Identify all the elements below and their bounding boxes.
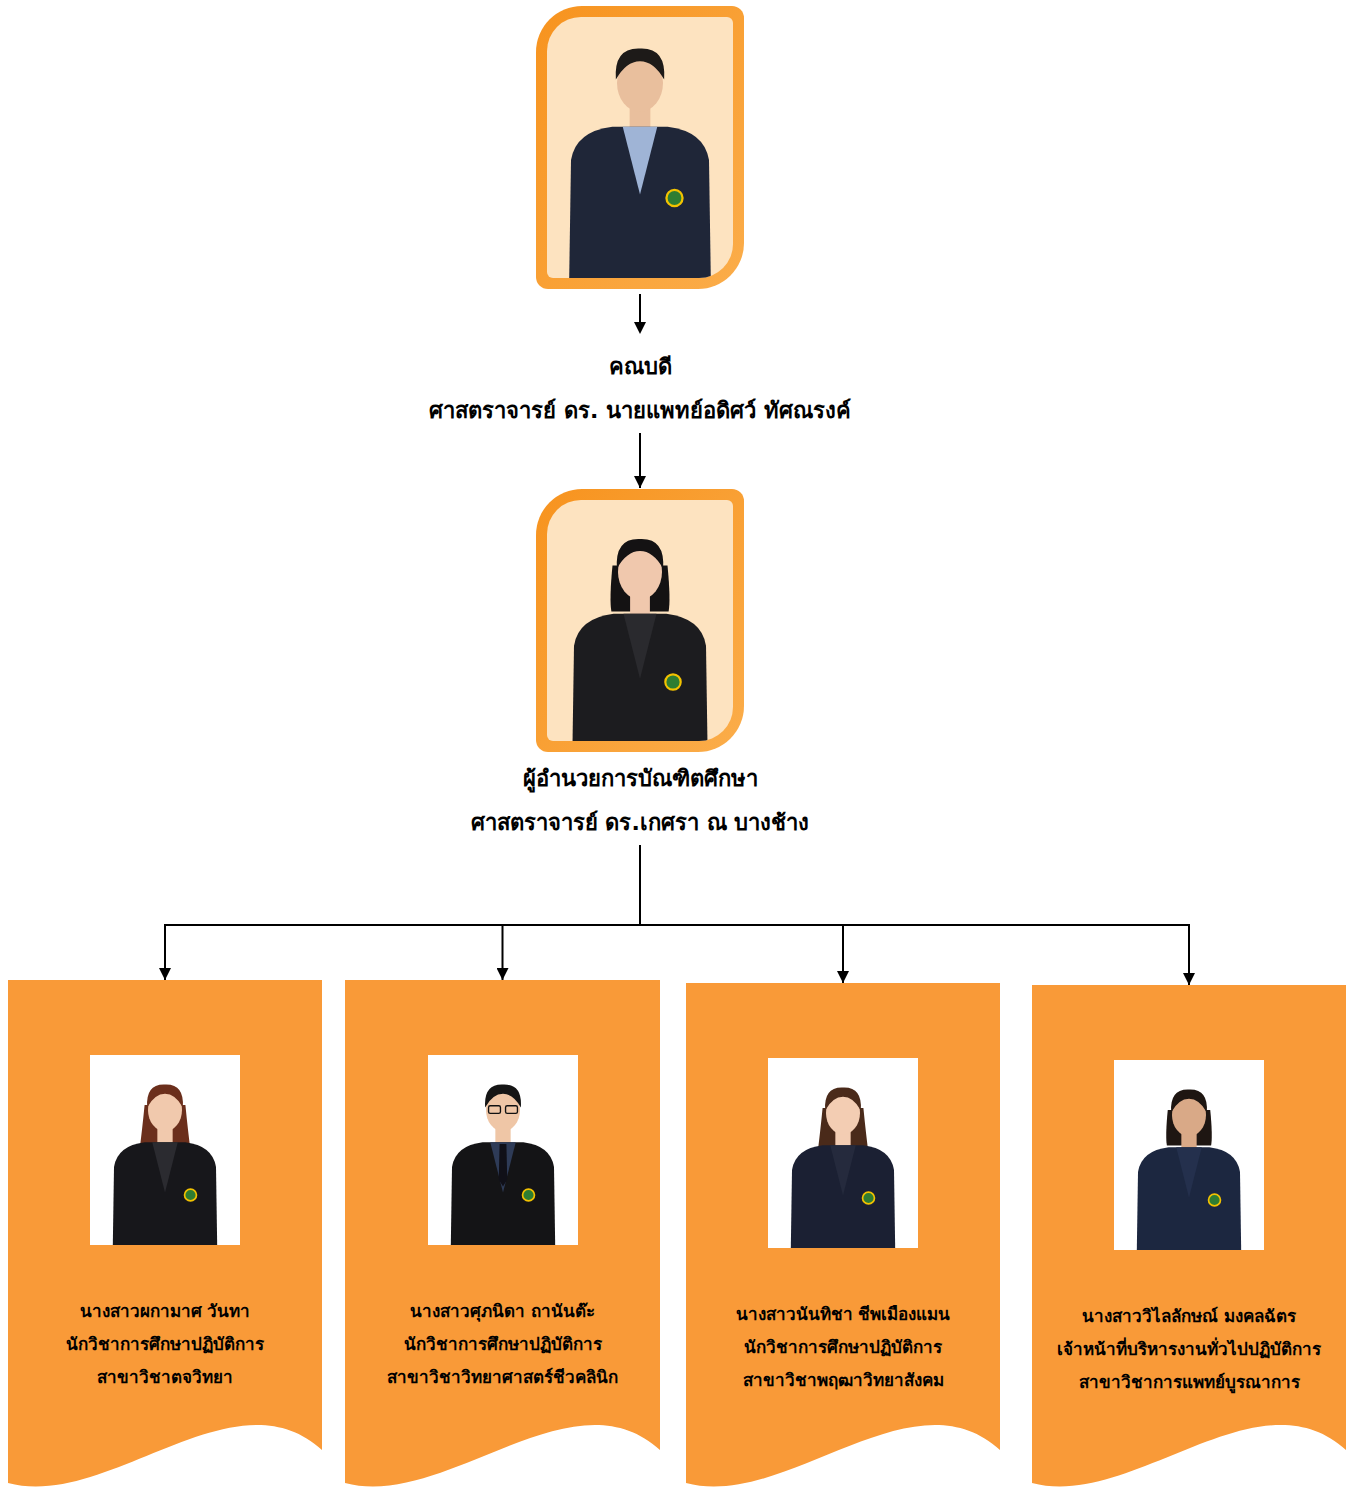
connector — [640, 845, 843, 983]
position-title: ผู้อำนวยการบัณฑิตศึกษา — [340, 757, 940, 801]
person-name: นางสาวศุภนิดา ถานันต๊ะ — [355, 1295, 650, 1328]
department-name: สาขาวิชาการแพทย์บูรณาการ — [1042, 1366, 1336, 1399]
connector — [503, 845, 641, 980]
card-text-block: นางสาวนันทิชา ชีพเมืองแมนนักวิชาการศึกษา… — [686, 983, 1000, 1397]
caption-block: คณบดีศาสตราจารย์ ดร. นายแพทย์อดิศว์ ทัศณ… — [340, 335, 940, 433]
person-name: นางสาวนันทิชา ชีพเมืองแมน — [696, 1298, 990, 1331]
portrait-frame — [535, 5, 745, 335]
card-text-block: นางสาวผกามาศ วันทานักวิชาการศึกษาปฏิบัติ… — [8, 980, 322, 1394]
staff-card: นางสาววิไลลักษณ์ มงคลฉัตรเจ้าหน้าที่บริห… — [1032, 985, 1346, 1495]
staff-photo — [428, 1055, 578, 1245]
card-text-block: นางสาวศุภนิดา ถานันต๊ะนักวิชาการศึกษาปฏิ… — [345, 980, 660, 1394]
staff-photo — [1114, 1060, 1264, 1250]
person-name: ศาสตราจารย์ ดร.เกศรา ณ บางช้าง — [340, 801, 940, 845]
connector — [639, 433, 641, 488]
job-title: เจ้าหน้าที่บริหารงานทั่วไปปฏิบัติการ — [1042, 1333, 1336, 1366]
staff-card: นางสาวนันทิชา ชีพเมืองแมนนักวิชาการศึกษา… — [686, 983, 1000, 1495]
caption-block: ผู้อำนวยการบัณฑิตศึกษาศาสตราจารย์ ดร.เกศ… — [340, 753, 940, 845]
department-name: สาขาวิชาวิทยาศาสตร์ชีวคลินิก — [355, 1361, 650, 1394]
portrait — [566, 48, 713, 335]
photo-frame-node: คณบดีศาสตราจารย์ ดร. นายแพทย์อดิศว์ ทัศณ… — [340, 5, 940, 433]
portrait-frame — [535, 488, 745, 753]
department-name: สาขาวิชาตจวิทยา — [18, 1361, 312, 1394]
job-title: นักวิชาการศึกษาปฏิบัติการ — [355, 1328, 650, 1361]
staff-card: นางสาวผกามาศ วันทานักวิชาการศึกษาปฏิบัติ… — [8, 980, 322, 1495]
person-name: ศาสตราจารย์ ดร. นายแพทย์อดิศว์ ทัศณรงค์ — [340, 389, 940, 433]
job-title: นักวิชาการศึกษาปฏิบัติการ — [696, 1331, 990, 1364]
staff-photo — [768, 1058, 918, 1248]
photo-frame-node: ผู้อำนวยการบัณฑิตศึกษาศาสตราจารย์ ดร.เกศ… — [340, 488, 940, 845]
staff-photo — [90, 1055, 240, 1245]
job-title: นักวิชาการศึกษาปฏิบัติการ — [18, 1328, 312, 1361]
person-name: นางสาววิไลลักษณ์ มงคลฉัตร — [1042, 1300, 1336, 1333]
connector — [640, 845, 1189, 985]
staff-card: นางสาวศุภนิดา ถานันต๊ะนักวิชาการศึกษาปฏิ… — [345, 980, 660, 1495]
connector — [165, 845, 640, 980]
person-name: นางสาวผกามาศ วันทา — [18, 1295, 312, 1328]
department-name: สาขาวิชาพฤฒาวิทยาสังคม — [696, 1364, 990, 1397]
position-title: คณบดี — [340, 345, 940, 389]
portrait — [570, 539, 711, 753]
card-text-block: นางสาววิไลลักษณ์ มงคลฉัตรเจ้าหน้าที่บริห… — [1032, 985, 1346, 1399]
